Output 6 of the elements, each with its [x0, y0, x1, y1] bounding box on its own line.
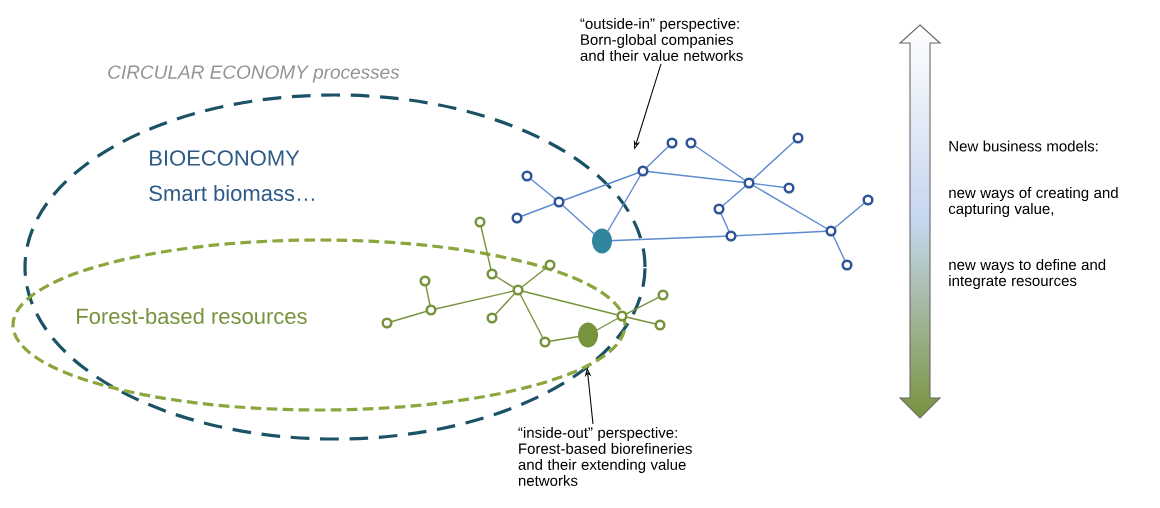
network-drawing	[511, 132, 874, 271]
side-note: new ways of creating and capturing value,	[948, 187, 1118, 217]
side-note: New business models:	[949, 140, 1098, 152]
annotation-text: “outside-in” perspective: Born-global companies and their value networks	[580, 17, 743, 61]
side-note: new ways to define and integrate resources	[949, 259, 1106, 289]
annotation-text: “inside-out” perspective: Forest-based biorefineries and their extending value networks	[518, 426, 692, 486]
